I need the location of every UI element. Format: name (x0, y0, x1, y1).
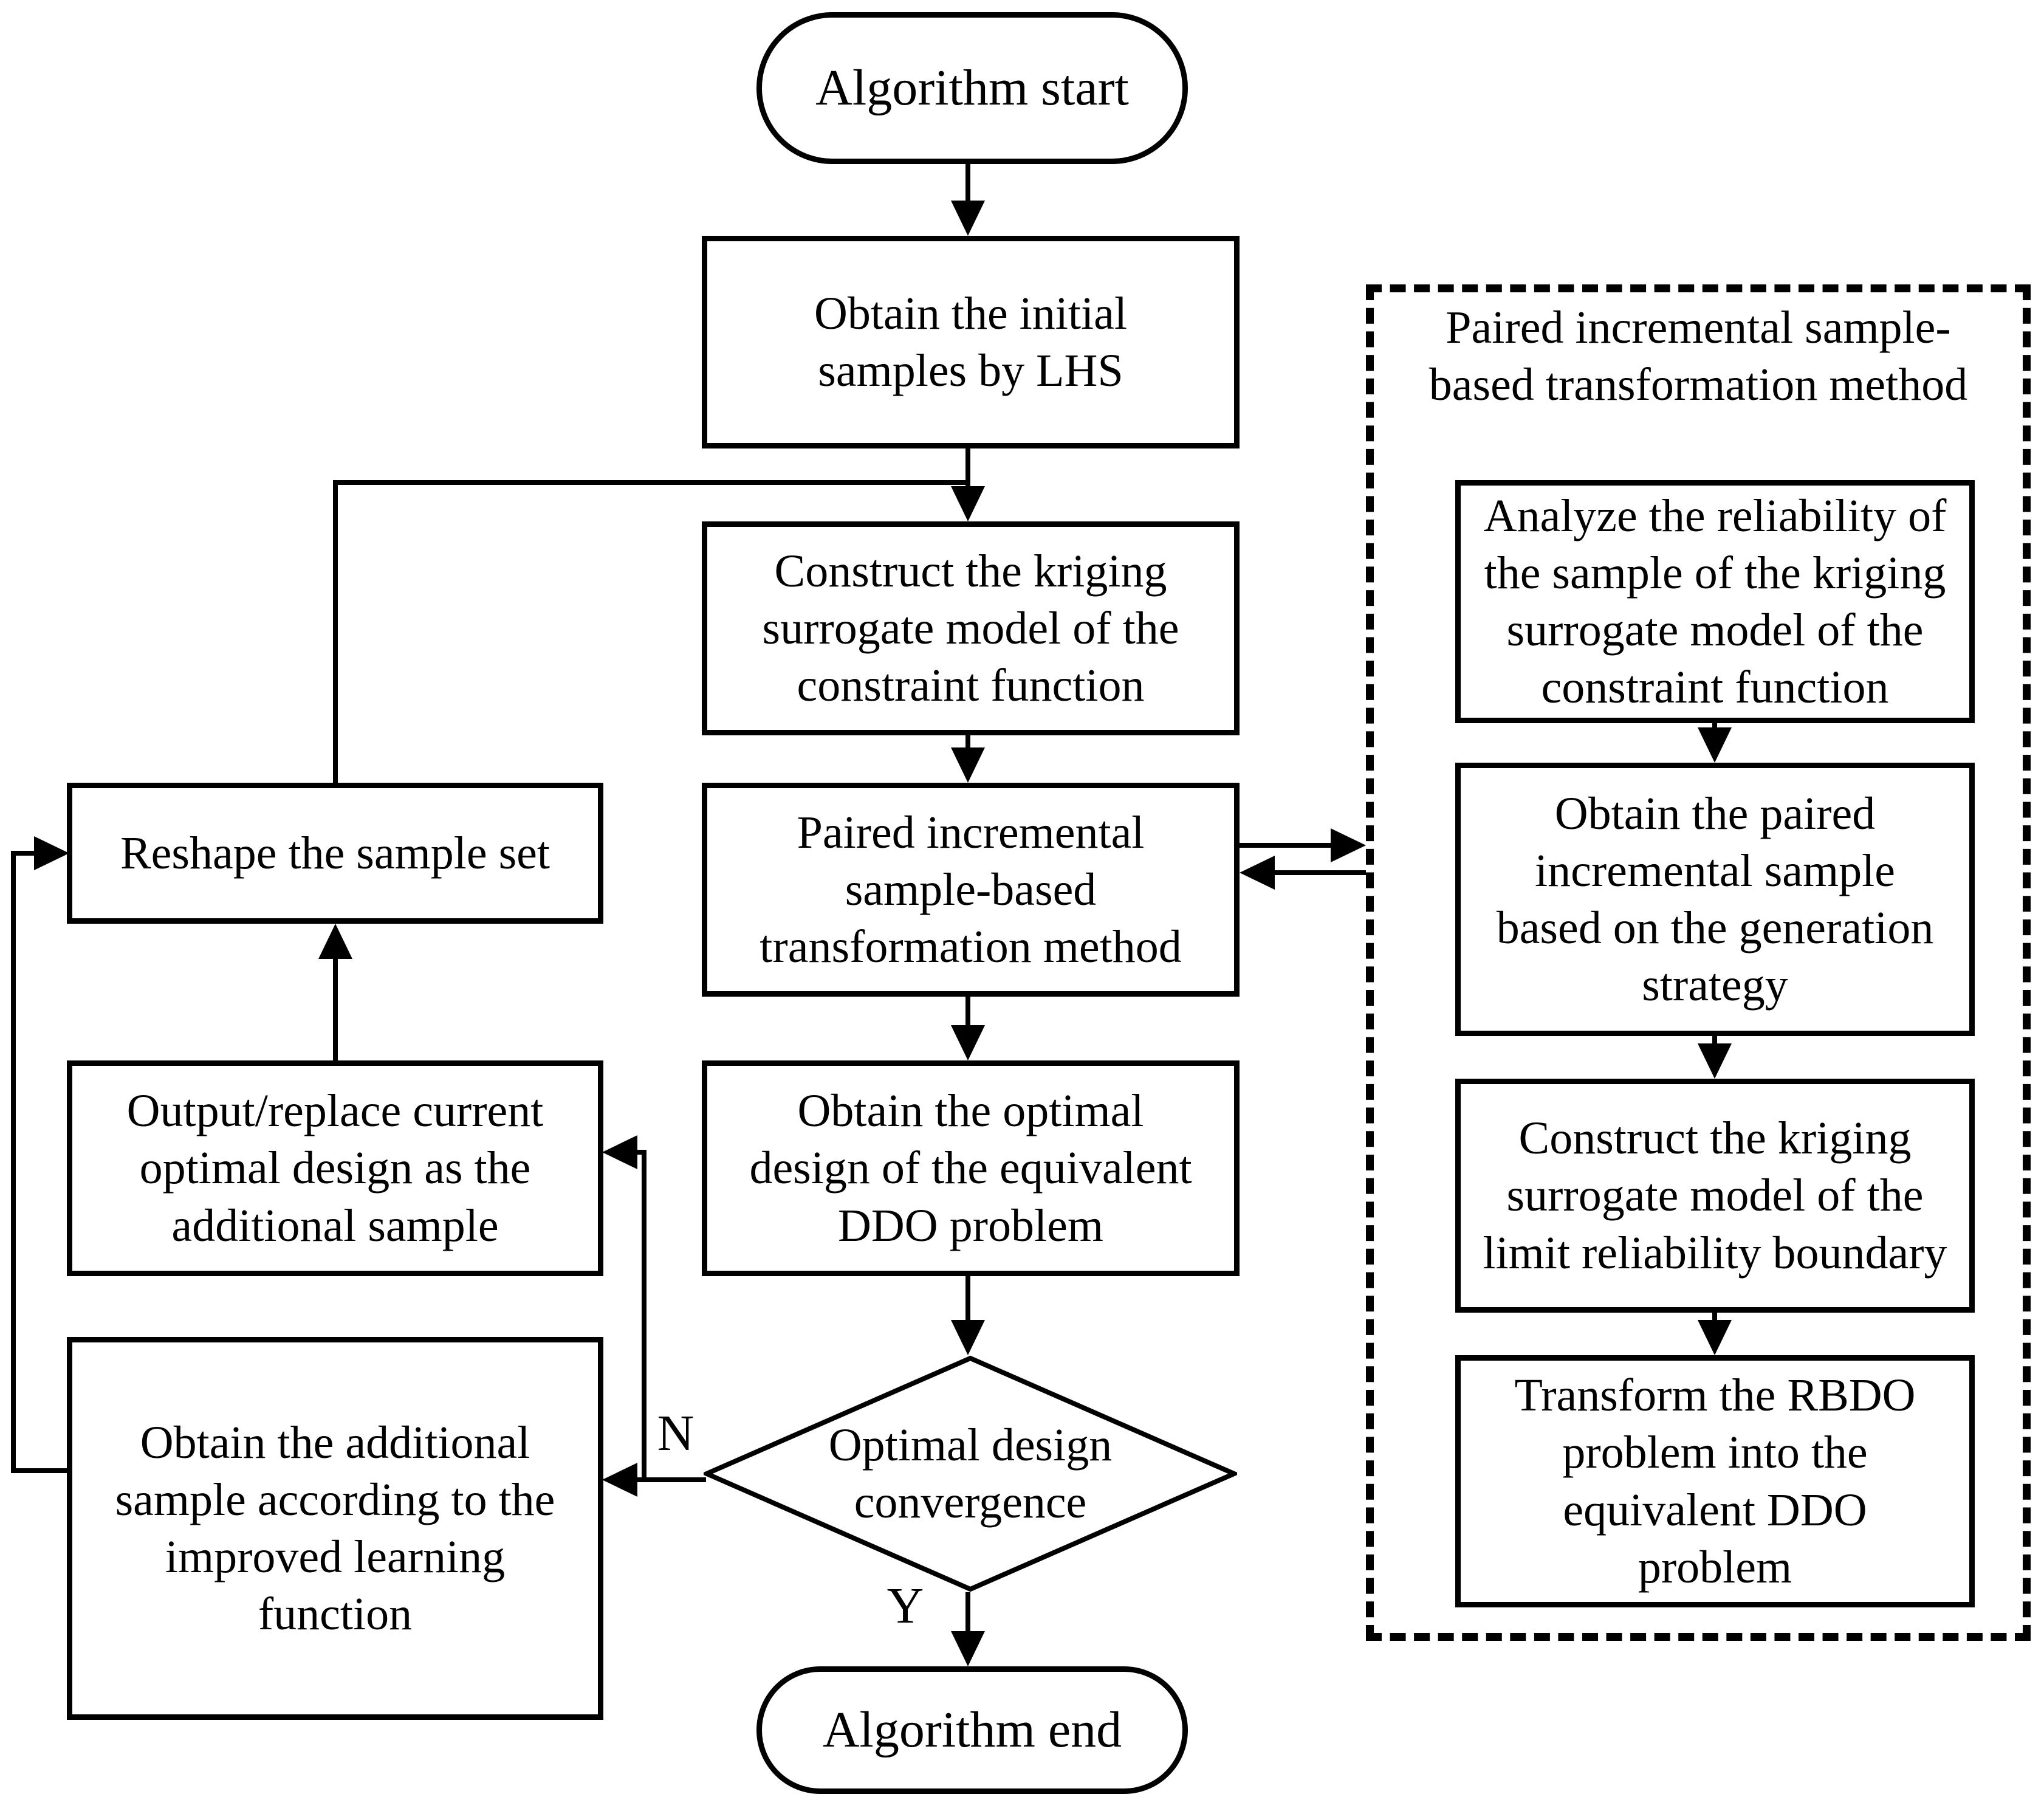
edge-n-junction-vline (642, 1150, 646, 1482)
edge-start-initial-line (965, 164, 970, 204)
edge-constructlimit-transform-line (1712, 1313, 1717, 1324)
edge-decision-n-hline (637, 1477, 706, 1482)
node-construct-kriging-limit-boundary-label: Construct the kriging surrogate model of… (1483, 1113, 1947, 1279)
node-reshape-sample-set: Reshape the sample set (67, 783, 603, 924)
node-construct-kriging-limit-boundary: Construct the kriging surrogate model of… (1455, 1079, 1975, 1313)
edge-reshape-merge-vline (333, 480, 338, 783)
edge-optimal-decision-arrowhead (951, 1320, 985, 1355)
node-obtain-paired-incremental-sample: Obtain the paired incremental sample bas… (1455, 763, 1975, 1036)
edge-additional-loop-hline-bottom (11, 1468, 69, 1473)
edge-n-additional-arrowhead (602, 1463, 637, 1497)
edge-loop-reshape-arrowhead (34, 836, 69, 870)
edge-construct-paired-line (965, 735, 970, 751)
node-obtain-optimal-design-label: Obtain the optimal design of the equival… (749, 1085, 1192, 1251)
node-obtain-additional-sample-label: Obtain the additional sample according t… (115, 1417, 555, 1640)
edge-paired-optimal-line (965, 997, 970, 1029)
node-analyze-reliability: Analyze the reliability of the sample of… (1455, 480, 1975, 723)
edge-paired-panel-hline (1240, 843, 1332, 848)
node-algorithm-start: Algorithm start (756, 12, 1188, 164)
edge-paired-panel-arrowhead (1331, 828, 1366, 862)
edge-paired-optimal-arrowhead (951, 1025, 985, 1060)
node-analyze-reliability-label: Analyze the reliability of the sample of… (1483, 490, 1947, 713)
node-output-replace-design-label: Output/replace current optimal design as… (126, 1085, 544, 1251)
edge-panel-paired-arrowhead (1240, 856, 1275, 890)
decision-diamond-shape (704, 1355, 1237, 1592)
edge-constructlimit-transform-arrowhead (1698, 1320, 1732, 1355)
edge-reshape-merge-hline (333, 480, 970, 485)
edge-obtainpaired-constructlimit-arrowhead (1698, 1043, 1732, 1079)
edge-panel-paired-hline (1275, 870, 1366, 875)
node-optimal-design-convergence-label: Optimal design convergence (828, 1419, 1113, 1528)
node-algorithm-start-label: Algorithm start (815, 59, 1129, 116)
edge-optimal-decision-line (965, 1276, 970, 1324)
edge-start-initial-arrowhead (951, 201, 985, 236)
edge-n-output-hline (637, 1150, 646, 1155)
node-transform-rbdo: Transform the RBDO problem into the equi… (1455, 1355, 1975, 1607)
node-output-replace-design: Output/replace current optimal design as… (67, 1060, 603, 1276)
edge-initial-construct-arrowhead (951, 486, 985, 521)
node-obtain-paired-incremental-sample-label: Obtain the paired incremental sample bas… (1496, 788, 1934, 1011)
branch-label-yes: Y (887, 1578, 924, 1634)
node-algorithm-end: Algorithm end (756, 1666, 1188, 1794)
edge-n-output-arrowhead (602, 1135, 637, 1169)
edge-output-reshape-arrowhead (318, 924, 352, 959)
node-paired-incremental-method-label: Paired incremental sample-based transfor… (760, 806, 1182, 973)
node-reshape-sample-set-label: Reshape the sample set (120, 827, 550, 879)
edge-construct-paired-arrowhead (951, 747, 985, 783)
edge-additional-loop-vline (11, 851, 16, 1473)
edge-analyze-obtainpaired-arrowhead (1698, 727, 1732, 763)
edge-obtainpaired-constructlimit-line (1712, 1036, 1717, 1047)
node-obtain-initial-samples-label: Obtain the initial samples by LHS (814, 287, 1127, 396)
edge-initial-construct-line (965, 448, 970, 489)
node-construct-kriging-constraint: Construct the kriging surrogate model of… (702, 521, 1240, 735)
node-optimal-design-convergence: Optimal design convergence (704, 1355, 1237, 1592)
edge-decision-end-arrowhead (951, 1631, 985, 1666)
node-obtain-additional-sample: Obtain the additional sample according t… (67, 1337, 603, 1720)
node-transform-rbdo-label: Transform the RBDO problem into the equi… (1514, 1370, 1916, 1593)
node-paired-incremental-method: Paired incremental sample-based transfor… (702, 783, 1240, 997)
node-obtain-initial-samples: Obtain the initial samples by LHS (702, 236, 1240, 448)
edge-output-reshape-line (333, 957, 338, 1060)
edge-additional-loop-hline-top (11, 851, 36, 856)
edge-decision-end-line (965, 1592, 970, 1635)
paired-method-panel-title: Paired incremental sample- based transfo… (1428, 302, 1968, 411)
node-algorithm-end-label: Algorithm end (822, 1701, 1122, 1758)
node-obtain-optimal-design: Obtain the optimal design of the equival… (702, 1060, 1240, 1276)
node-construct-kriging-constraint-label: Construct the kriging surrogate model of… (762, 545, 1179, 712)
branch-label-no: N (657, 1405, 694, 1462)
